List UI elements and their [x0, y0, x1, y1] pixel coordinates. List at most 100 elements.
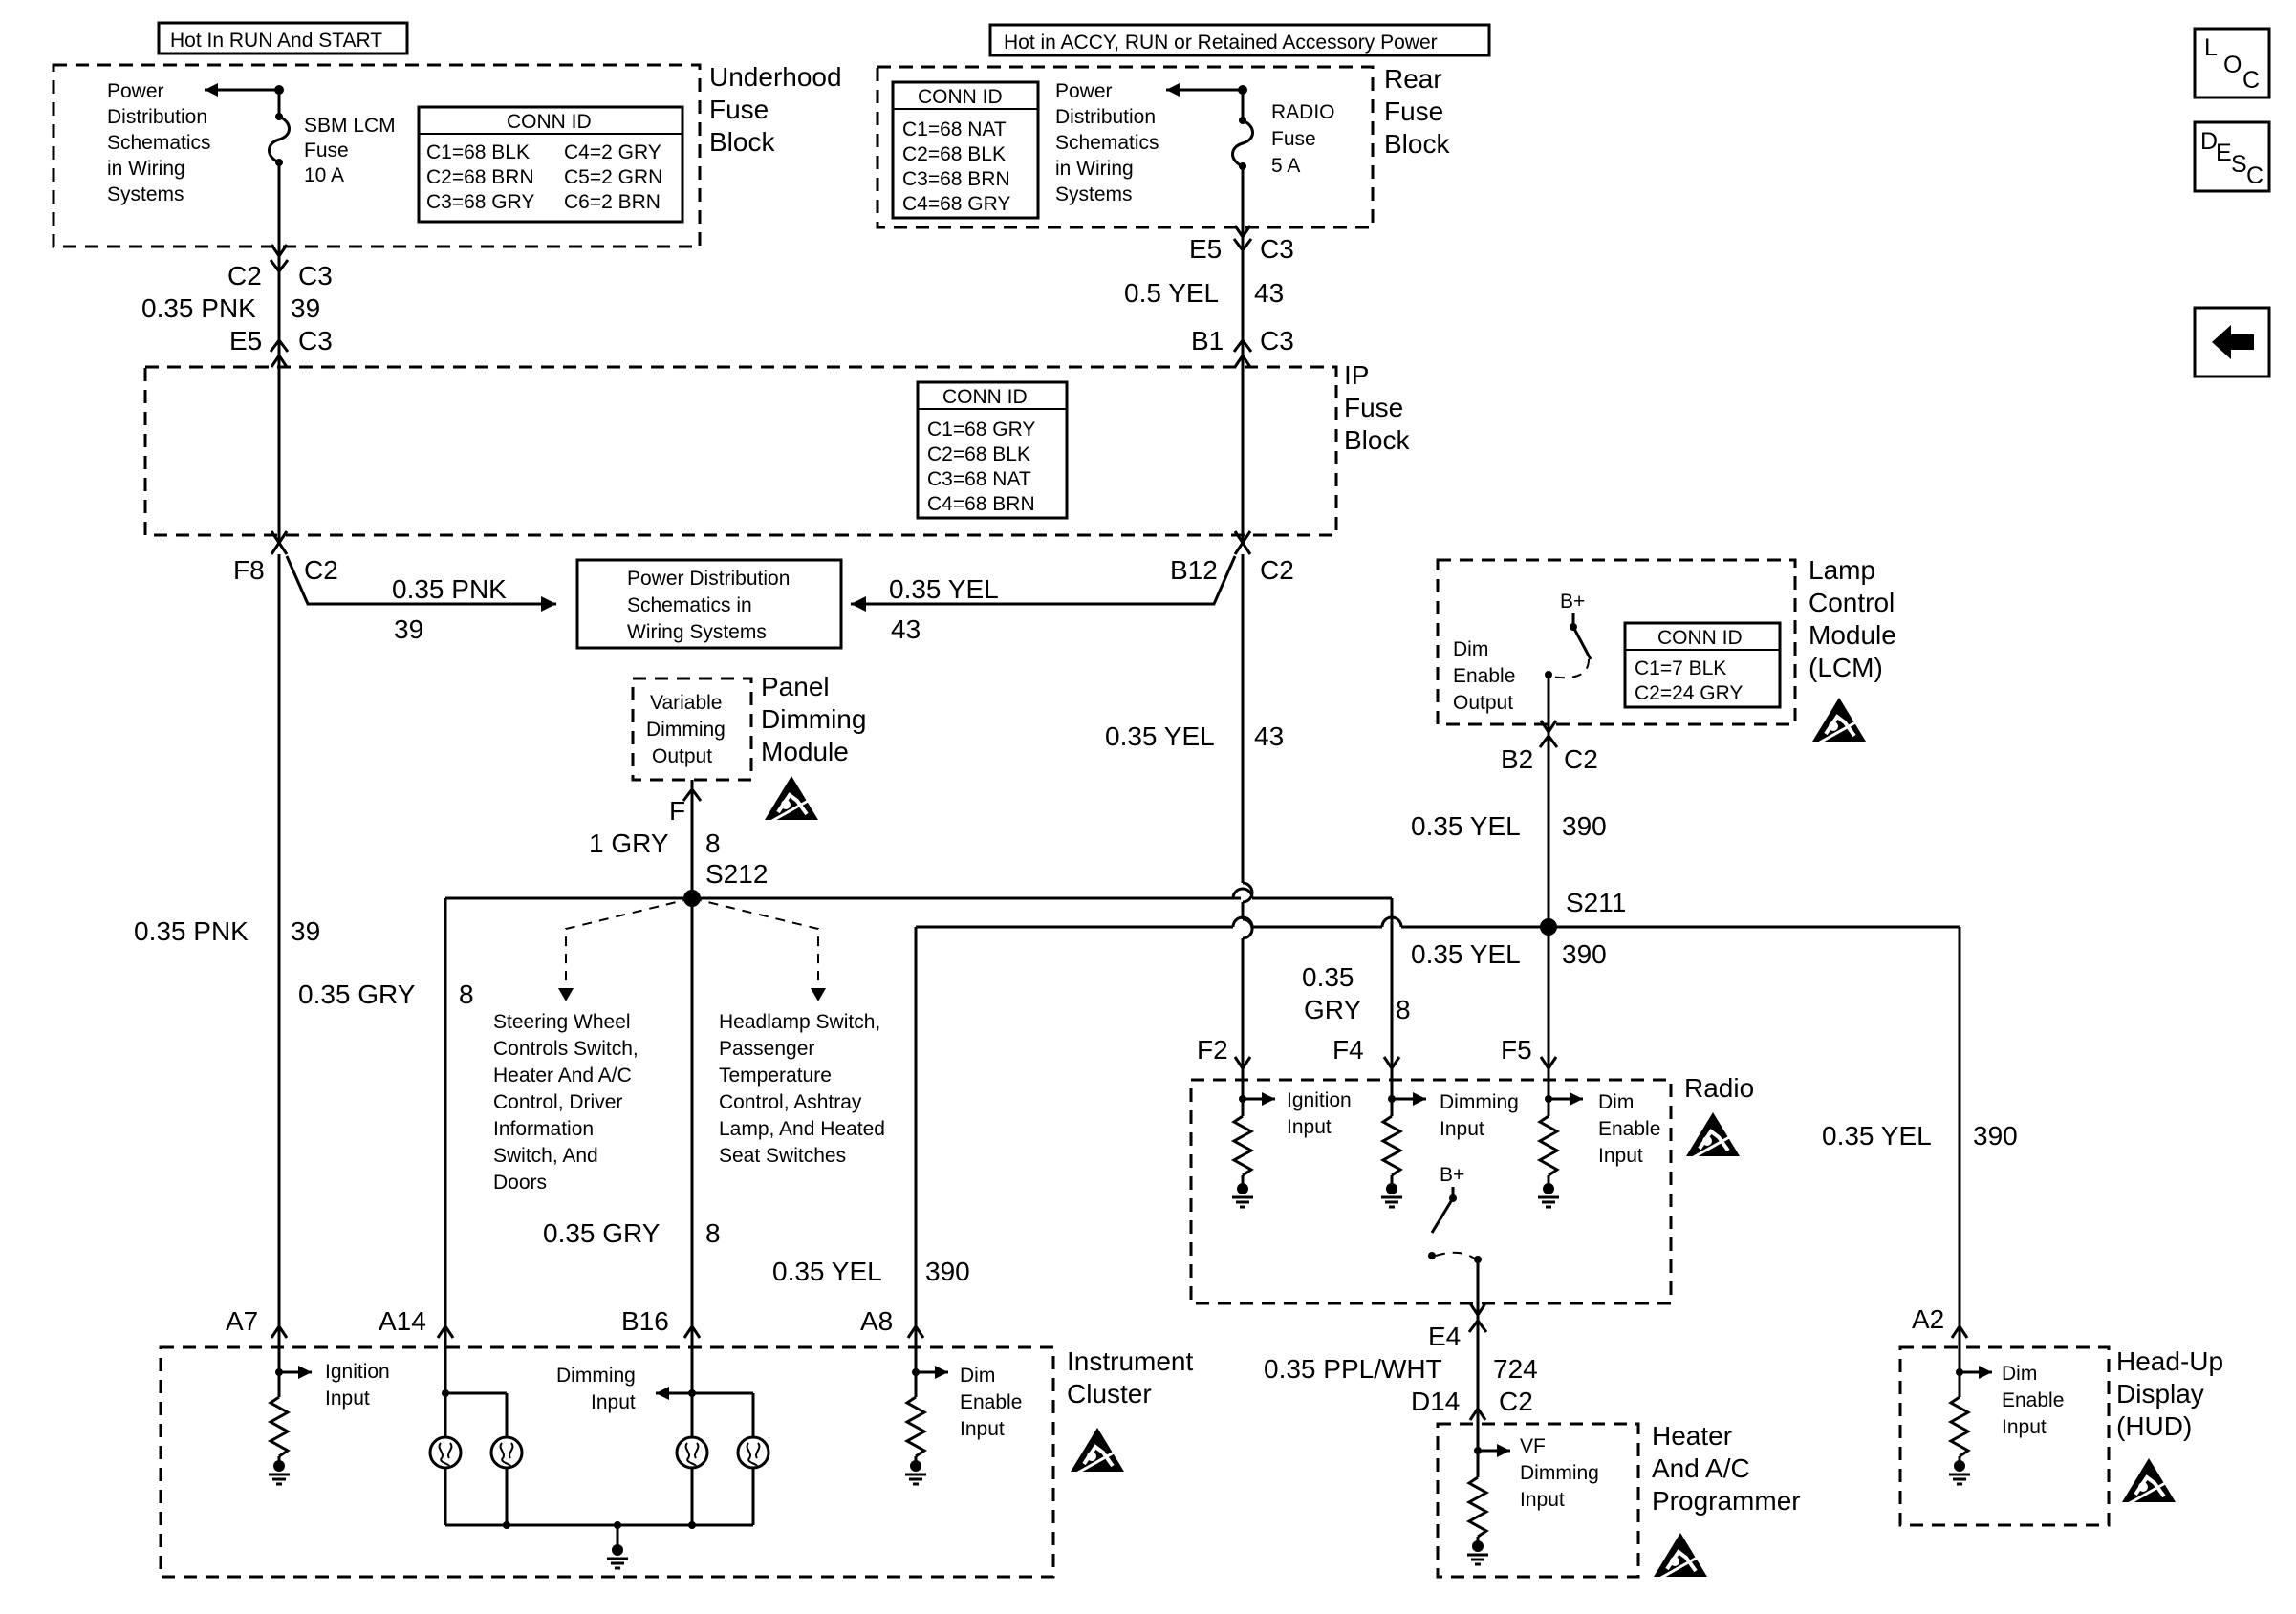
underhood-conn-left-3: C3=68 GRY: [426, 191, 534, 213]
ip-right-out-conn: C2: [1260, 555, 1294, 585]
s212-left-ref-1: Steering Wheel: [493, 1011, 631, 1033]
underhood-fuse-block-outline: [52, 63, 702, 248]
underhood-pwr-ref-4: in Wiring: [107, 158, 185, 180]
rear-pwr-ref-3: Schematics: [1055, 132, 1159, 154]
radio-bplus: B+: [1440, 1164, 1464, 1186]
s212-right-ref-6: Seat Switches: [719, 1145, 846, 1167]
underhood-fuse-name: SBM LCM: [304, 115, 396, 137]
ip-fuse-block-outline: [143, 365, 1338, 537]
s212-ref-left-arrow: [558, 988, 574, 1001]
loc-button-frame[interactable]: [2193, 27, 2271, 99]
rear-out-conn-right: C3: [1260, 234, 1294, 264]
yel-f5-circuit: 390: [1562, 939, 1607, 969]
underhood-conn-right-2: C5=2 GRN: [564, 166, 662, 188]
yel-43-branch: [851, 555, 1237, 606]
rear-out-arrow: [1233, 225, 1252, 240]
ip-right-out-pin: B12: [1170, 555, 1218, 585]
loc-button[interactable]: L O C: [2193, 27, 2271, 99]
ppl-wht-724: E4 0.35 PPL/WHT 724 D14 C2: [1264, 1315, 1538, 1433]
desc-letter-e: E: [2216, 140, 2232, 166]
gry-b16-circuit: 8: [705, 1218, 721, 1248]
underhood-pwr-ref-2: Distribution: [107, 106, 207, 128]
radio-ign-arrow: [1262, 1092, 1275, 1106]
head-up-display: Head-Up Display (HUD) A2 Dim Enable Inpu…: [1898, 1304, 2223, 1527]
rear-conn-3: C3=68 BRN: [902, 168, 1010, 190]
radio-title: Radio: [1684, 1073, 1754, 1103]
lamp-control-module: Lamp Control Module (LCM) B+ Dim Enable …: [1411, 555, 1896, 936]
loc-letter-c: C: [2242, 67, 2260, 94]
desc-letter-d: D: [2200, 128, 2218, 155]
cluster-den-label-1: Dim: [960, 1365, 995, 1387]
rear-fuse-block-outline: [876, 65, 1375, 229]
ip-conn-3: C3=68 NAT: [927, 468, 1031, 490]
underhood-conn-left-2: C2=68 BRN: [426, 166, 534, 188]
cluster-dim-label-1: Dimming: [556, 1365, 636, 1387]
esd-sensitive-icon: [1684, 1110, 1742, 1160]
underhood-wire-circuit: 39: [291, 293, 320, 323]
s212-right-ref-2: Passenger: [719, 1038, 814, 1060]
ip-title-line3: Block: [1344, 425, 1410, 455]
ip-title-line2: Fuse: [1344, 393, 1403, 422]
power-distribution-reference: Power Distribution Schematics in Wiring …: [392, 558, 999, 650]
radio-den-label-1: Dim: [1598, 1091, 1634, 1113]
cluster-outline: [159, 1345, 1055, 1579]
cluster-pin-a14: A14: [379, 1306, 426, 1336]
rear-wire-color: 0.5 YEL: [1124, 278, 1219, 308]
cluster-title-1: Instrument: [1067, 1346, 1193, 1376]
lamp-icon: [428, 1435, 463, 1470]
yel-43-hop-1: [1242, 881, 1254, 904]
gry-a14-color: 0.35 GRY: [298, 979, 416, 1009]
gry-8-network: 0.35 GRY 8 0.35 GRY 8: [298, 887, 1394, 1326]
yel-a8-color: 0.35 YEL: [772, 1257, 882, 1286]
heater-ac-programmer: Heater And A/C Programmer VF Dimming Inp…: [1436, 1421, 1801, 1581]
cluster-gnd-node-3: [688, 1521, 696, 1529]
desc-button-frame[interactable]: [2193, 120, 2271, 193]
heater-input-1: VF: [1520, 1435, 1546, 1457]
yel-43-color: 0.35 YEL: [1105, 721, 1215, 751]
loc-letter-o: O: [2223, 52, 2242, 78]
hud-title-2: Display: [2116, 1379, 2204, 1409]
cluster-den-node: [912, 1368, 920, 1376]
yel-43-circuit: 43: [1254, 721, 1284, 751]
b12-connector: [1233, 540, 1252, 555]
radio-dim-label-2: Input: [1440, 1118, 1484, 1140]
rear-title-line3: Block: [1384, 129, 1450, 159]
f8-connector: [270, 540, 289, 555]
heater-arrow: [1497, 1444, 1510, 1457]
pdm-wire-color: 1 GRY: [589, 829, 669, 858]
s212-left-ref-4: Control, Driver: [493, 1091, 622, 1113]
pnk-39-arrow: [541, 596, 556, 612]
heater-outline: [1436, 1422, 1640, 1579]
heater-d14-connector: [1468, 1406, 1487, 1421]
s212-right-ref-5: Lamp, And Heated: [719, 1118, 885, 1140]
ground-icon: [1536, 1181, 1561, 1209]
rear-in-conn-right: C3: [1260, 326, 1294, 355]
radio-switch-left: [1428, 1252, 1436, 1259]
hud-arrow: [1979, 1366, 1992, 1379]
radio-den-label-3: Input: [1598, 1145, 1643, 1167]
cluster-den-arrow: [935, 1366, 948, 1379]
underhood-out-arrow: [270, 244, 289, 259]
s212-ref-right-line: [691, 897, 819, 1000]
s212-right-ref-1: Headlamp Switch,: [719, 1011, 880, 1033]
cluster-den-label-2: Enable: [960, 1391, 1022, 1413]
yel-43-main: 0.35 YEL 43: [1105, 554, 1284, 1068]
gry-a14-circuit: 8: [459, 979, 474, 1009]
underhood-pwr-ref-5: Systems: [107, 183, 184, 205]
ip-left-out-conn: C2: [304, 555, 338, 585]
back-button[interactable]: [2193, 306, 2271, 378]
ip-conn-1: C1=68 GRY: [927, 419, 1035, 441]
lcm-conn-id-title: CONN ID: [1657, 627, 1743, 649]
left-arrow-icon[interactable]: [2212, 325, 2254, 359]
desc-button[interactable]: D E S C: [2193, 120, 2271, 193]
rear-power-label: Hot in ACCY, RUN or Retained Accessory P…: [988, 23, 1491, 57]
esd-sensitive-icon: [763, 774, 820, 824]
lcm-pin-left: B2: [1501, 744, 1533, 774]
rear-power-box: [988, 23, 1491, 57]
rear-pwr-ref-4: in Wiring: [1055, 158, 1134, 180]
esd-sensitive-icon: [1810, 696, 1868, 745]
rear-conn-id-title: CONN ID: [918, 86, 1003, 108]
s212-left-ref-5: Information: [493, 1118, 594, 1140]
underhood-power-text: Hot In RUN And START: [170, 30, 382, 52]
cluster-pin-b16: B16: [621, 1306, 669, 1336]
